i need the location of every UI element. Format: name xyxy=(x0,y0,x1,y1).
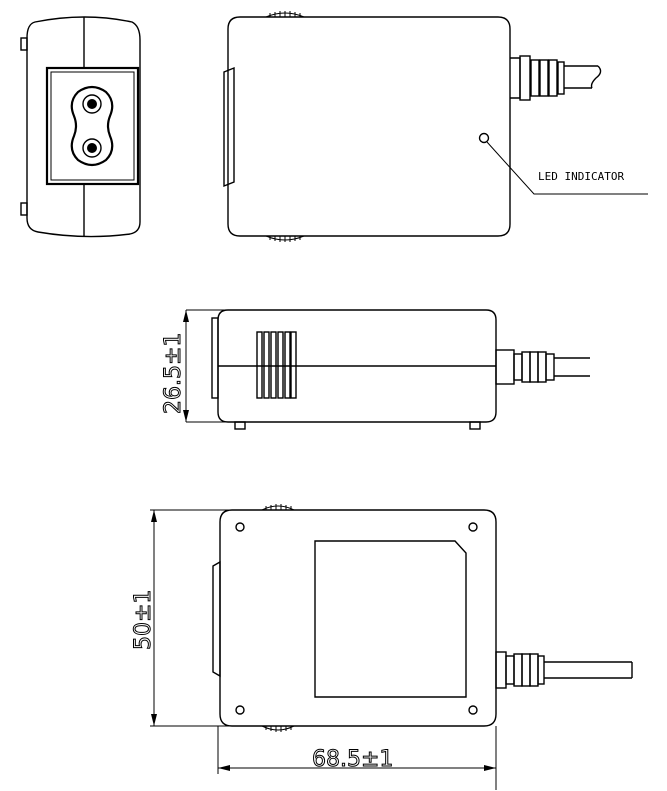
side-view: 26.5±1 xyxy=(161,309,590,430)
cable-strain-relief-side xyxy=(495,349,590,385)
cable-strain-relief-top xyxy=(510,55,602,101)
led-leader-line xyxy=(486,141,648,195)
ac-inlet-socket xyxy=(45,66,140,186)
end-view xyxy=(20,16,141,238)
led-icon xyxy=(478,132,490,144)
width-dimension: 50±1 xyxy=(131,509,232,727)
top-view: LED INDICATOR xyxy=(223,11,648,242)
length-dim-label: 68.5±1 xyxy=(312,747,393,772)
label-plate xyxy=(314,540,467,698)
cable-strain-relief-bottom xyxy=(495,651,633,689)
led-indicator-label: LED INDICATOR xyxy=(538,170,624,183)
side-vent-slots xyxy=(256,331,297,399)
height-dimension: 26.5±1 xyxy=(161,309,228,423)
width-dim-label: 50±1 xyxy=(131,590,156,650)
bottom-view: 50±1 68.5±1 xyxy=(131,504,633,790)
height-dim-label: 26.5±1 xyxy=(161,333,186,414)
length-dimension: 68.5±1 xyxy=(217,726,497,790)
